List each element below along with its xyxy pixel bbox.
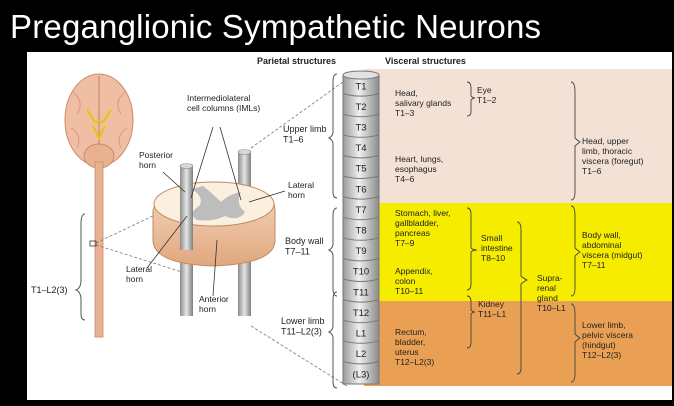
segment-label: (L3) <box>353 370 370 381</box>
lateral-horn-left-pointer <box>146 215 188 269</box>
segment-label: T4 <box>355 143 366 154</box>
bracket-small-intestine <box>466 207 478 291</box>
brain-range-bracket <box>74 213 86 321</box>
segment-divider <box>342 154 380 159</box>
bracket-eye <box>466 81 476 117</box>
segment-divider <box>342 257 380 262</box>
iml-pointer-b <box>219 126 242 201</box>
cord-cross-section <box>152 149 276 316</box>
segment-label: T11 <box>353 287 369 298</box>
segment-label: T10 <box>353 267 369 278</box>
segment-label: T12 <box>353 308 369 319</box>
segment-label: L2 <box>356 349 367 360</box>
segment-divider <box>342 360 380 365</box>
segment-divider <box>342 216 380 221</box>
bracket-region-hindgut <box>570 303 581 383</box>
zoom-line-top <box>95 201 183 244</box>
region-side-midgut <box>577 203 672 301</box>
segment-label: T3 <box>355 123 366 134</box>
segment-column-cap <box>342 70 380 80</box>
brain-illustration <box>64 73 134 338</box>
segment-divider <box>342 278 380 282</box>
spinal-cord-stem <box>94 161 104 338</box>
bracket-region-midgut <box>570 205 581 297</box>
region-side-foregut <box>577 69 672 203</box>
slide-title: Preganglionic Sympathetic Neurons <box>10 8 542 45</box>
segment-divider <box>342 93 380 97</box>
header-parietal: Parietal structures <box>257 56 336 66</box>
segment-divider <box>342 340 380 344</box>
bracket-upper-limb <box>327 73 338 199</box>
segment-label: T8 <box>355 226 366 237</box>
segment-label: L1 <box>356 329 367 340</box>
zoom-line-bottom <box>95 244 183 273</box>
bracket-region-foregut <box>570 81 581 201</box>
leader-bottom <box>250 325 348 387</box>
segment-label: T6 <box>355 184 366 195</box>
segment-divider <box>342 237 380 241</box>
region-side-hindgut <box>577 301 672 386</box>
segment-column-body <box>342 74 380 385</box>
segment-divider <box>342 196 380 200</box>
segment-label: T9 <box>355 246 366 257</box>
segment-divider <box>342 113 380 118</box>
segment-label: T1 <box>355 81 366 92</box>
posterior-horn-pointer <box>162 171 186 193</box>
segment-divider <box>342 319 380 324</box>
bracket-suprarenal <box>516 221 529 375</box>
iml-pointer-a <box>190 126 214 199</box>
bracket-lower-limb <box>327 291 338 389</box>
anterior-horn-pointer <box>212 239 218 297</box>
cord-zoom-marker <box>89 240 97 247</box>
region-band-midgut <box>364 203 577 301</box>
bracket-kidney <box>466 295 476 349</box>
segment-label: T5 <box>355 164 366 175</box>
segment-divider <box>342 175 380 179</box>
segment-divider <box>342 299 380 303</box>
lateral-horn-right-pointer <box>248 190 286 203</box>
region-label-hindgut: Lower limb,pelvic viscera(hindgut)T12–L2… <box>582 320 633 360</box>
bracket-body-wall <box>327 207 338 297</box>
segment-divider <box>342 134 380 138</box>
diagram-svg: Parietal structures Visceral structures … <box>31 56 672 389</box>
region-band-foregut <box>364 69 577 203</box>
header-visceral: Visceral structures <box>385 56 466 66</box>
segment-label: T7 <box>355 205 366 216</box>
brain-range-label: T1–L2(3) <box>31 285 68 295</box>
diagram-panel: Parietal structures Visceral structures … <box>27 52 672 400</box>
visceral-brackets <box>466 81 581 383</box>
segment-label: T2 <box>355 102 366 113</box>
